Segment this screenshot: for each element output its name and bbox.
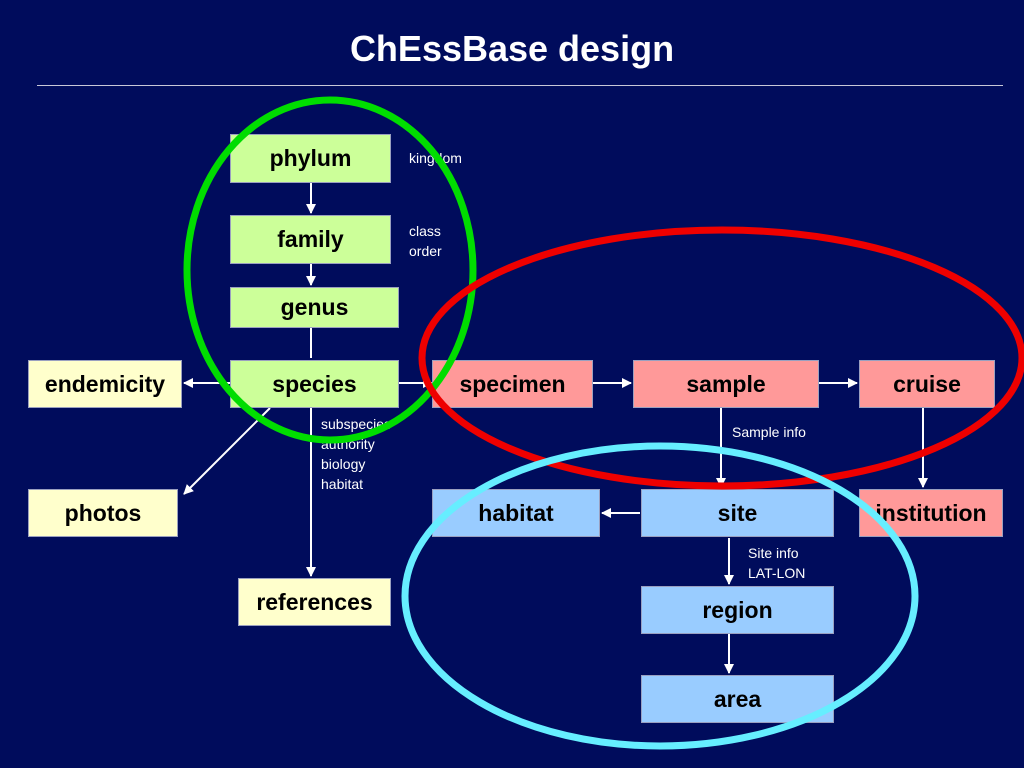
note-line: LAT-LON <box>748 565 806 581</box>
cruise-box: cruise <box>859 360 995 408</box>
page-title: ChEssBase design <box>349 28 675 69</box>
genus-box: genus <box>230 287 399 328</box>
sample-box: sample <box>633 360 819 408</box>
note-line: biology <box>321 456 366 472</box>
specimen-box: specimen <box>432 360 593 408</box>
note-line: habitat <box>321 476 364 492</box>
phylum-note: kingdom <box>409 148 462 168</box>
institution-box: institution <box>859 489 1003 537</box>
note-line: kingdom <box>409 150 462 166</box>
references-box: references <box>238 578 391 626</box>
species-box: species <box>230 360 399 408</box>
region-box: region <box>641 586 834 634</box>
species-note: subspecies authority biology habitat <box>321 414 391 494</box>
note-line: Sample info <box>732 424 806 440</box>
arrow-species-photos <box>183 407 271 495</box>
photos-box: photos <box>28 489 178 537</box>
area-box: area <box>641 675 834 723</box>
endemicity-box: endemicity <box>28 360 182 408</box>
habitat-box: habitat <box>432 489 600 537</box>
note-line: Site info <box>748 545 799 561</box>
note-line: authority <box>321 436 375 452</box>
sample-note: Sample info <box>732 422 806 442</box>
note-line: class <box>409 223 441 239</box>
phylum-box: phylum <box>230 134 391 183</box>
family-note: class order <box>409 221 442 261</box>
site-note: Site info LAT-LON <box>748 543 805 583</box>
note-line: subspecies <box>321 416 392 432</box>
title-divider <box>37 85 1003 86</box>
family-box: family <box>230 215 391 264</box>
site-box: site <box>641 489 834 537</box>
note-line: order <box>409 243 442 259</box>
